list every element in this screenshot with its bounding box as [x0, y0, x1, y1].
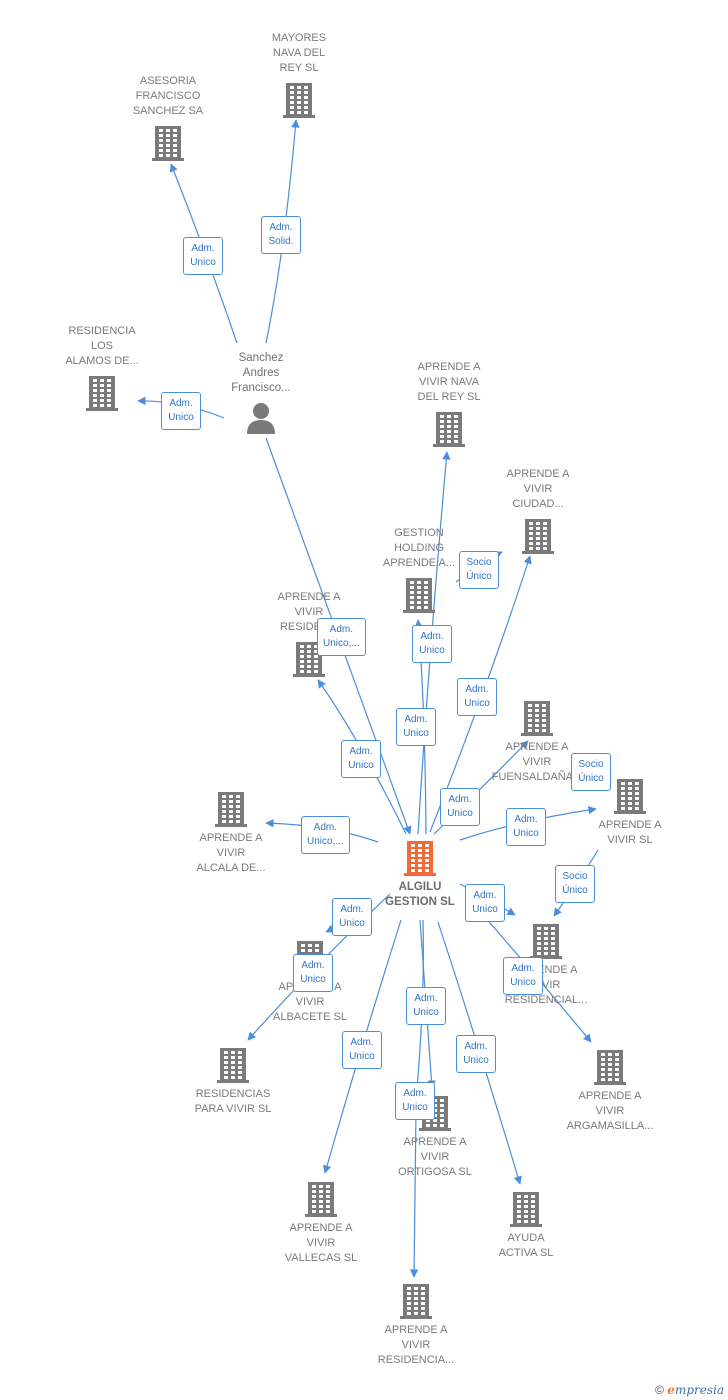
building-icon	[305, 1181, 337, 1222]
building-icon	[594, 1049, 626, 1090]
building-icon	[152, 125, 184, 166]
building-icon	[215, 791, 247, 832]
edge-label[interactable]: Adm. Unico	[412, 625, 452, 663]
footer-brand[interactable]: © empresia	[655, 1383, 724, 1397]
edge-label[interactable]: Adm. Solid.	[261, 216, 301, 254]
edge-label[interactable]: Adm. Unico	[332, 898, 372, 936]
edge-label[interactable]: Adm. Unico	[465, 884, 505, 922]
building-icon	[530, 923, 562, 964]
edge-line	[409, 1109, 419, 1278]
building-icon	[614, 778, 646, 819]
node-label: APRENDE A VIVIR SL	[598, 819, 662, 846]
node-label: ALGILU GESTION SL	[385, 881, 455, 908]
edge-label[interactable]: Adm. Unico	[395, 1082, 435, 1120]
node-label: APRENDE A VIVIR FUENSALDAÑA...	[491, 741, 583, 783]
copyright-symbol: ©	[655, 1383, 664, 1397]
building-icon	[521, 700, 553, 741]
building-icon	[86, 375, 118, 416]
node-label: RESIDENCIAS PARA VIVIR SL	[194, 1088, 272, 1115]
building-icon-highlighted	[404, 840, 436, 881]
node-label: APRENDE A VIVIR RESIDENCIA...	[377, 1324, 455, 1366]
node-label: APRENDE A VIVIR ARGAMASILLA...	[566, 1090, 654, 1132]
node-label: AYUDA ACTIVA SL	[498, 1232, 554, 1259]
person-icon	[246, 402, 276, 439]
empresia-logo: empresia	[667, 1383, 724, 1397]
building-icon	[400, 1283, 432, 1324]
edge-label[interactable]: Adm. Unico	[161, 392, 201, 430]
node-label: RESIDENCIA LOS ALAMOS DE...	[65, 325, 139, 367]
node-label: APRENDE A VIVIR VALLECAS SL	[284, 1222, 358, 1264]
edge-label[interactable]: Socio Único	[459, 551, 499, 589]
edge-label[interactable]: Adm. Unico	[342, 1031, 382, 1069]
node-label: APRENDE A VIVIR ALCALA DE...	[196, 832, 266, 874]
building-icon	[283, 82, 315, 123]
edge-label[interactable]: Socio Único	[555, 865, 595, 903]
edge-label[interactable]: Adm. Unico	[183, 237, 223, 275]
edge-label[interactable]: Adm. Unico	[406, 987, 446, 1025]
node-label: Sanchez Andres Francisco...	[231, 352, 291, 394]
edge-label[interactable]: Adm. Unico	[506, 808, 546, 846]
edge-label[interactable]: Adm. Unico	[341, 740, 381, 778]
edge-label[interactable]: Adm. Unico	[440, 788, 480, 826]
node-label: APRENDE A VIVIR CIUDAD...	[506, 468, 570, 510]
node-label: APRENDE A VIVIR ORTIGOSA SL	[398, 1136, 472, 1178]
building-icon	[510, 1191, 542, 1232]
edge-label[interactable]: Adm. Unico	[456, 1035, 496, 1073]
node-label: GESTION HOLDING APRENDE A...	[382, 527, 456, 569]
edge-label[interactable]: Adm. Unico	[293, 954, 333, 992]
building-icon	[403, 577, 435, 618]
building-icon	[293, 641, 325, 682]
node-label: APRENDE A VIVIR NAVA DEL REY SL	[417, 361, 481, 403]
node-label: MAYORES NAVA DEL REY SL	[271, 32, 327, 74]
edge-label[interactable]: Adm. Unico	[457, 678, 497, 716]
edge-label[interactable]: Adm. Unico	[396, 708, 436, 746]
edge-label[interactable]: Socio Único	[571, 753, 611, 791]
edge-label[interactable]: Adm. Unico,...	[317, 618, 366, 656]
edge-label[interactable]: Adm. Unico	[503, 957, 543, 995]
building-icon	[433, 411, 465, 452]
building-icon	[217, 1047, 249, 1088]
node-label: ASESORIA FRANCISCO SANCHEZ SA	[132, 75, 204, 117]
edge-label[interactable]: Adm. Unico,...	[301, 816, 350, 854]
building-icon	[522, 518, 554, 559]
